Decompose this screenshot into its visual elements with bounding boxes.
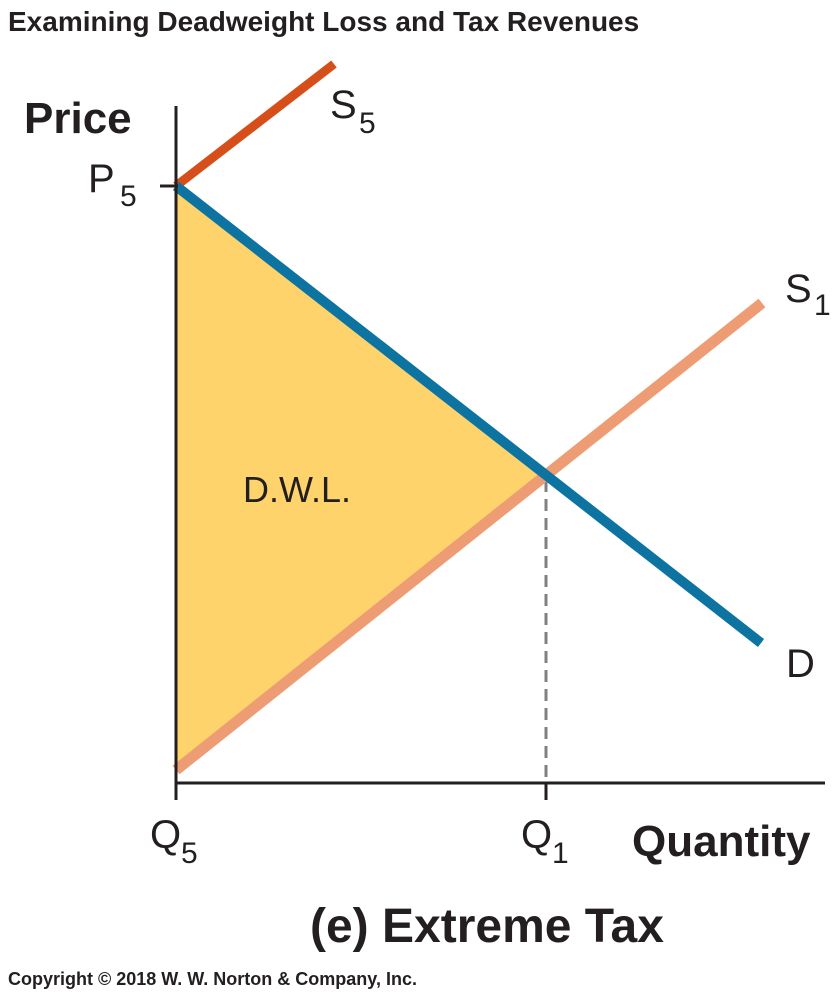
figure-caption: (e) Extreme Tax (310, 900, 664, 953)
label-s5: S 5 (330, 83, 376, 140)
demand-curve (172, 182, 765, 647)
x-tick-label-q1: Q 1 (521, 813, 569, 870)
x-axis-title: Quantity (632, 817, 811, 866)
supply-curve-s5 (173, 60, 337, 190)
y-axis-title: Price (24, 94, 132, 143)
y-tick-label-p5: P 5 (88, 157, 137, 213)
copyright-notice: Copyright © 2018 W. W. Norton & Company,… (8, 969, 417, 989)
figure-title: Examining Deadweight Loss and Tax Revenu… (8, 6, 639, 37)
label-s1: S 1 (785, 267, 831, 322)
label-d: D (786, 642, 815, 686)
supply-curve-s1 (172, 298, 766, 775)
x-tick-label-q5: Q 5 (150, 813, 198, 870)
deadweight-loss-area (176, 186, 545, 770)
deadweight-loss-label: D.W.L. (243, 469, 351, 510)
